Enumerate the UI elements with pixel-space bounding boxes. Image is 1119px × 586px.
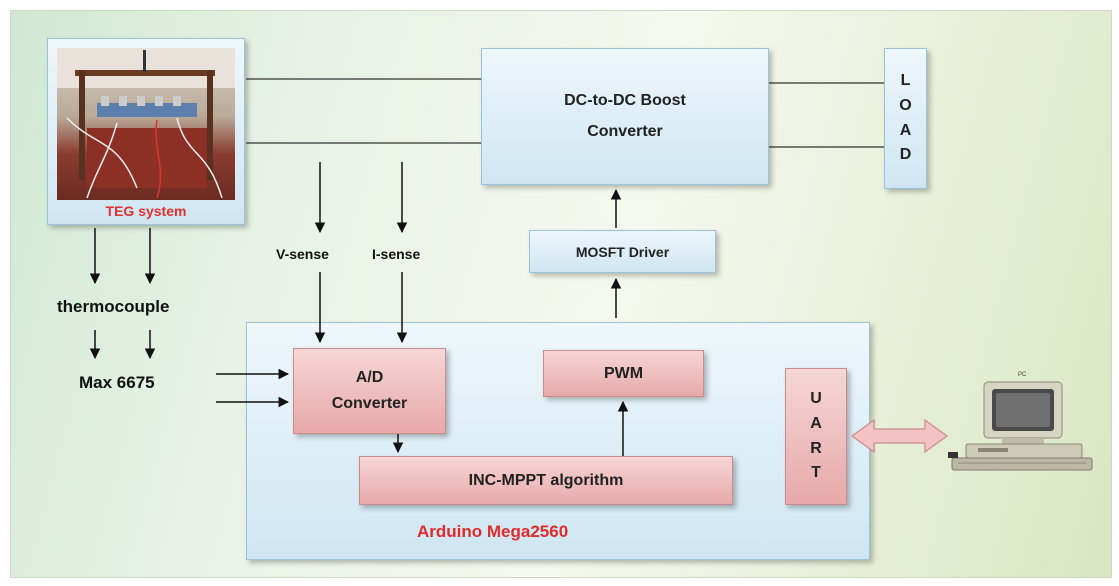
mosfet-driver-block: MOSFT Driver	[529, 230, 716, 273]
adc-line2: Converter	[331, 395, 408, 412]
teg-system-block: TEG system	[47, 38, 245, 225]
boost-converter-line1: DC-to-DC Boost	[564, 92, 686, 110]
teg-apparatus-icon	[57, 48, 235, 199]
load-letter: A	[899, 121, 912, 139]
uart-pc-double-arrow	[850, 418, 949, 454]
i-sense-label: I-sense	[372, 246, 421, 262]
pwm-label: PWM	[603, 364, 644, 382]
teg-caption: TEG system	[105, 203, 187, 219]
boost-converter-block: DC-to-DC Boost Converter	[481, 48, 769, 185]
max6675-label: Max 6675	[79, 373, 155, 392]
load-letter: O	[899, 96, 912, 114]
adc-line1: A/D	[355, 369, 384, 387]
mppt-block: INC-MPPT algorithm	[359, 456, 733, 505]
mppt-label: INC-MPPT algorithm	[468, 471, 624, 489]
mosfet-driver-label: MOSFT Driver	[575, 243, 670, 260]
teg-photo	[57, 48, 235, 200]
arduino-label: Arduino Mega2560	[417, 522, 569, 541]
uart-letter: U	[810, 389, 822, 407]
thermocouple-label: thermocouple	[57, 297, 170, 316]
pc-label: PC	[1018, 372, 1027, 378]
uart-letter: A	[810, 414, 822, 432]
load-block: L O A D	[884, 48, 927, 189]
pc-icon: PC	[948, 372, 1098, 474]
load-letter: D	[899, 146, 912, 164]
v-sense-label: V-sense	[276, 246, 329, 262]
uart-block: U A R T	[785, 368, 847, 505]
uart-letter: R	[810, 439, 822, 457]
load-letter: L	[900, 71, 911, 89]
pwm-block: PWM	[543, 350, 704, 397]
boost-converter-line2: Converter	[587, 122, 663, 140]
adc-block: A/D Converter	[293, 348, 446, 434]
uart-letter: T	[811, 464, 821, 482]
